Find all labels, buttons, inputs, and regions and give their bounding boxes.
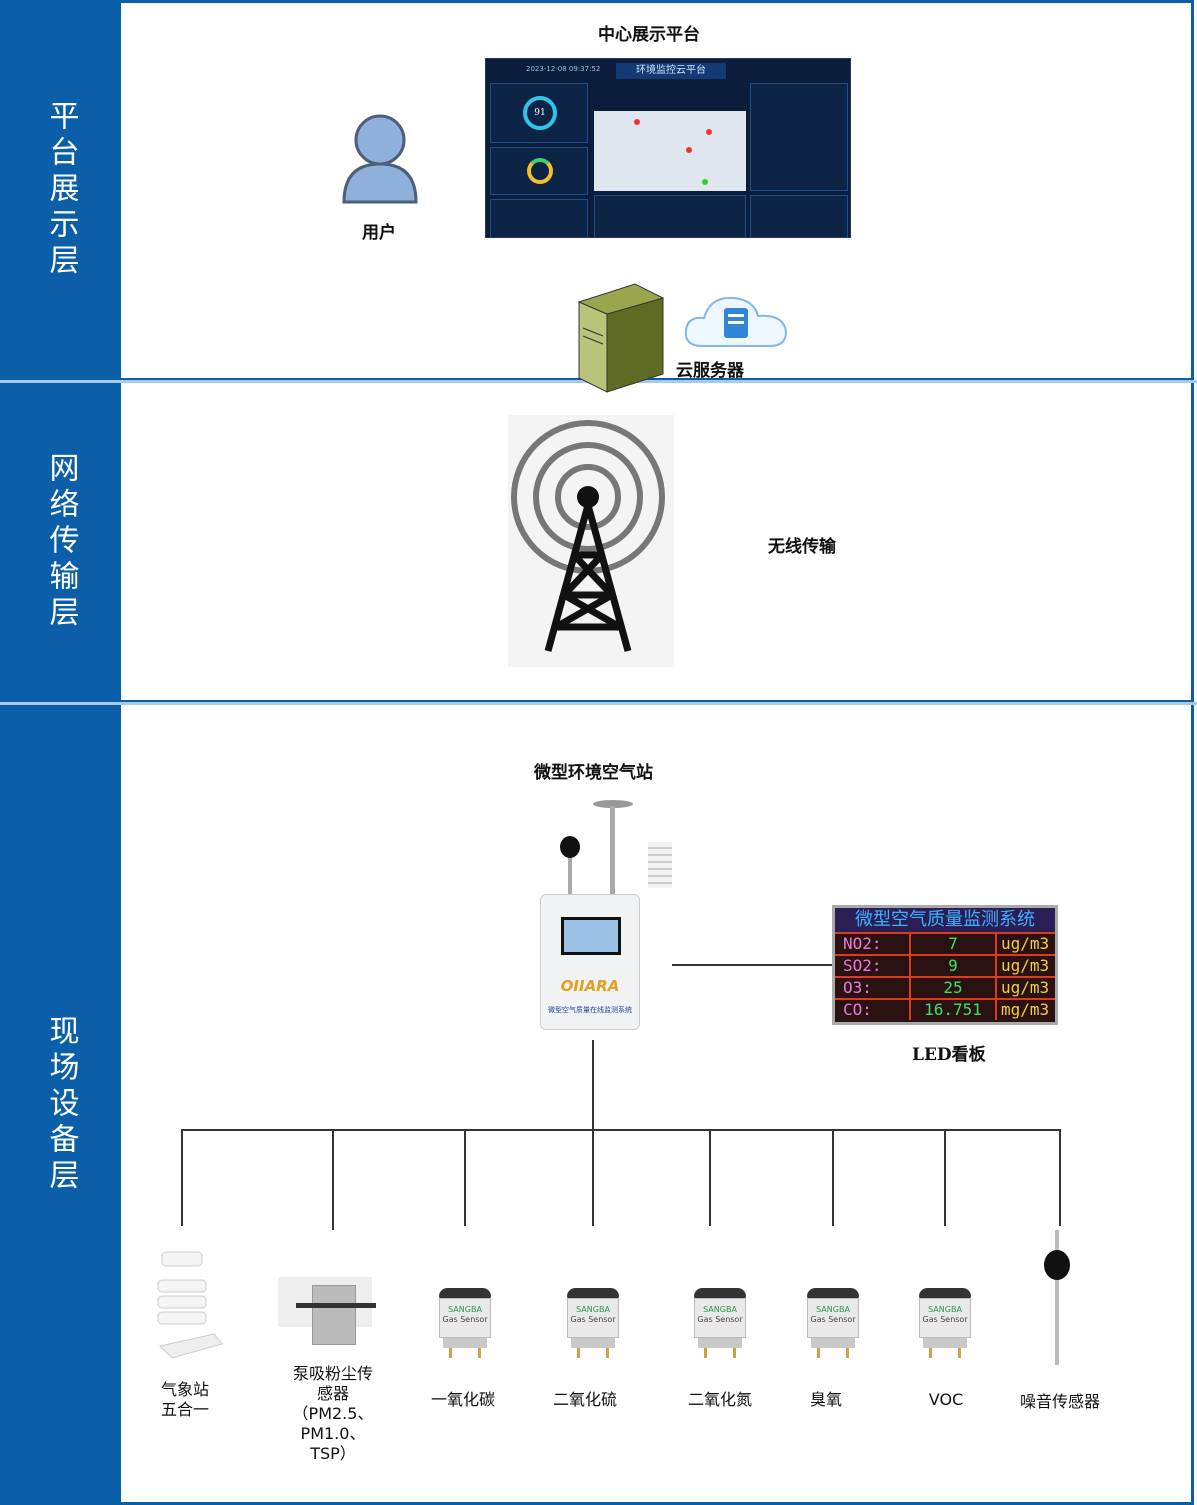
station-caption: 微型空气质量在线监测系统 <box>548 1006 632 1014</box>
device-label: 二氧化硫 <box>552 1390 617 1409</box>
led-row-value: 25 <box>911 978 997 998</box>
dashboard-panel <box>750 195 848 237</box>
noise-pole <box>568 848 572 896</box>
noise-sensor-icon <box>1044 1250 1070 1280</box>
station-screen <box>561 917 621 955</box>
led-row-name: CO: <box>835 1000 911 1020</box>
led-row-value: 7 <box>911 934 997 954</box>
dashboard-panel <box>750 83 848 191</box>
connector-line <box>672 964 832 966</box>
sensor-sub: Gas Sensor <box>570 1315 616 1324</box>
device-label: 气象站 五合一 <box>160 1380 209 1419</box>
station-title: 微型环境空气站 <box>534 763 653 783</box>
sensor-brand: SANGBA <box>703 1305 737 1314</box>
layer-label: 平台展示层 <box>43 100 79 280</box>
led-row-value: 9 <box>911 956 997 976</box>
platform-title: 中心展示平台 <box>598 25 700 45</box>
branch-line <box>181 1130 183 1226</box>
station-cap <box>593 800 633 808</box>
station-brand: OIIARA <box>560 977 620 995</box>
noise-sensor-head <box>560 836 580 858</box>
station-cabinet: OIIARA 微型空气质量在线监测系统 <box>540 894 640 1030</box>
map-marker <box>634 119 640 125</box>
dashboard-panel: 91 <box>490 83 588 143</box>
cloud-icon <box>684 296 788 347</box>
device-label: 二氧化氮 <box>687 1390 752 1409</box>
branch-line <box>832 1130 834 1226</box>
map-marker <box>686 147 692 153</box>
sensor-sub: Gas Sensor <box>442 1315 488 1324</box>
dashboard-map <box>594 111 746 191</box>
dashboard-panel <box>594 195 746 237</box>
user-label: 用户 <box>362 223 396 243</box>
device-label: 一氧化碳 <box>430 1390 495 1409</box>
branch-line <box>1059 1130 1061 1226</box>
led-title: 微型空气质量监测系统 <box>835 908 1055 932</box>
sensor-sub: Gas Sensor <box>922 1315 968 1324</box>
layer-platform: 平台展示层 <box>0 0 121 380</box>
device-label: 泵吸粉尘传 感器 （PM2.5、 PM1.0、 TSP） <box>292 1364 374 1463</box>
sensor-brand: SANGBA <box>448 1305 482 1314</box>
branch-line <box>464 1130 466 1226</box>
map-marker <box>702 179 708 185</box>
trunk-line <box>592 1040 594 1131</box>
wireless-label: 无线传输 <box>768 537 836 557</box>
led-label: LED看板 <box>912 1045 986 1065</box>
sensor-sub: Gas Sensor <box>697 1315 743 1324</box>
device-label: 臭氧 <box>809 1390 842 1409</box>
branch-line <box>332 1130 334 1230</box>
station-pole <box>610 806 615 896</box>
dashboard-title: 环境监控云平台 <box>616 63 726 79</box>
sensor-sub: Gas Sensor <box>810 1315 856 1324</box>
dashboard-screenshot: 环境监控云平台 2023-12-08 09:37:52 91 <box>485 58 851 238</box>
dashboard-panel <box>490 199 588 237</box>
device-label: VOC <box>928 1390 964 1409</box>
layer-label: 网络传输层 <box>43 452 79 632</box>
map-marker <box>706 129 712 135</box>
bus-line <box>181 1129 1061 1131</box>
server-label: 云服务器 <box>676 361 744 381</box>
branch-line <box>592 1130 594 1226</box>
divider <box>0 702 1197 705</box>
sensor-brand: SANGBA <box>576 1305 610 1314</box>
dashboard-panel <box>490 147 588 195</box>
device-label: 噪音传感器 <box>1019 1392 1100 1411</box>
gauge: 91 <box>523 96 557 130</box>
sensor-brand: SANGBA <box>928 1305 962 1314</box>
led-row-unit: ug/m3 <box>1001 978 1050 997</box>
led-row-name: O3: <box>835 978 911 998</box>
dust-sensor-icon <box>278 1277 376 1345</box>
antenna-tower-icon <box>508 415 674 667</box>
server-icon <box>577 283 665 393</box>
layer-network: 网络传输层 <box>0 382 121 702</box>
branch-line <box>709 1130 711 1226</box>
led-row-value: 16.751 <box>911 1000 997 1020</box>
user-icon <box>342 114 418 204</box>
led-row-name: NO2: <box>835 934 911 954</box>
weather-shield <box>648 842 672 888</box>
led-row-unit: ug/m3 <box>1001 956 1050 975</box>
led-row-unit: mg/m3 <box>1001 1000 1050 1019</box>
noise-sensor-pole <box>1055 1230 1059 1365</box>
layer-label: 现场设备层 <box>43 1014 79 1195</box>
sensor-brand: SANGBA <box>816 1305 850 1314</box>
weather-station-icon <box>157 1251 223 1359</box>
donut-chart <box>527 158 553 184</box>
dashboard-time: 2023-12-08 09:37:52 <box>526 65 601 73</box>
branch-line <box>944 1130 946 1226</box>
led-row-name: SO2: <box>835 956 911 976</box>
led-row-unit: ug/m3 <box>1001 934 1050 953</box>
layer-field: 现场设备层 <box>0 704 121 1505</box>
field-panel <box>121 703 1194 1505</box>
